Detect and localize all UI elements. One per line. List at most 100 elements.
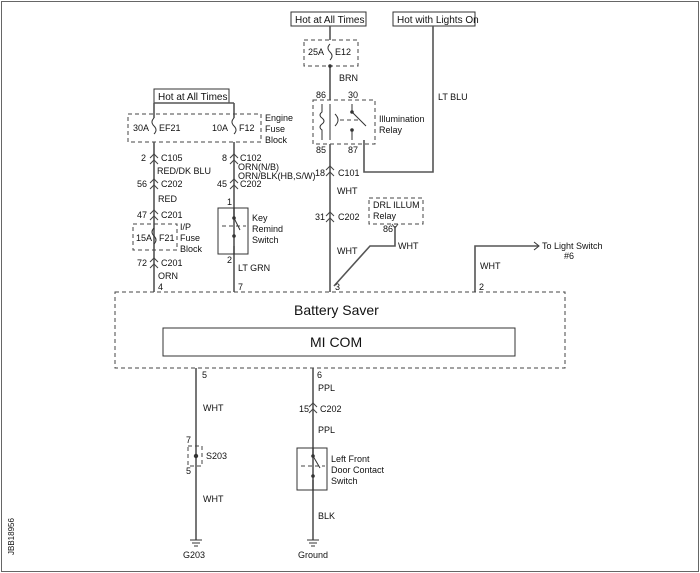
svg-text:Hot at All Times: Hot at All Times	[295, 15, 364, 26]
wire-wht-label-5: WHT	[203, 403, 224, 413]
svg-text:25A: 25A	[308, 47, 324, 57]
svg-text:C105: C105	[161, 153, 183, 163]
svg-text:30A: 30A	[133, 123, 149, 133]
svg-text:EF21: EF21	[159, 123, 181, 133]
ground-g203-label: G203	[183, 550, 205, 560]
drl-illum-relay: DRL ILLUM Relay 86	[368, 197, 424, 234]
svg-text:86: 86	[316, 90, 326, 100]
svg-text:S203: S203	[206, 451, 227, 461]
svg-text:Fuse: Fuse	[265, 124, 285, 134]
svg-text:1: 1	[227, 197, 232, 207]
key-remind-switch: 1 2 Key Remind Switch	[217, 197, 283, 265]
svg-text:C101: C101	[338, 168, 360, 178]
connector-c201-top: 47 C201	[137, 209, 183, 221]
svg-text:7: 7	[186, 435, 191, 445]
wire-orn-label: ORN	[158, 271, 178, 281]
svg-text:Hot with Lights On: Hot with Lights On	[397, 15, 479, 26]
module-inner-label: MI COM	[310, 334, 362, 350]
wire-wht-label-6: WHT	[203, 494, 224, 504]
wire-orn-blk-label: ORN/BLK(HB,S/W)	[238, 171, 316, 181]
connector-c102: 8 C102	[222, 153, 262, 165]
wire-wht-label-4: WHT	[480, 261, 501, 271]
svg-text:3: 3	[335, 282, 340, 292]
engine-fuse-block: 30A EF21 10A F12 Engine Fuse Block	[127, 113, 293, 145]
svg-text:F12: F12	[239, 123, 255, 133]
wire-wht-label-3: WHT	[398, 241, 419, 251]
wire-wht-label-2: WHT	[337, 246, 358, 256]
light-switch-num: #6	[564, 251, 574, 261]
svg-text:87: 87	[348, 145, 358, 155]
splice-s203: 7 5 S203	[186, 435, 227, 476]
light-switch-label: To Light Switch	[542, 241, 603, 251]
wire-ppl-label-2: PPL	[318, 425, 335, 435]
wire-lt-grn-label: LT GRN	[238, 263, 270, 273]
svg-text:DRL ILLUM: DRL ILLUM	[373, 200, 420, 210]
svg-text:Relay: Relay	[373, 211, 397, 221]
wire-light-switch	[474, 245, 538, 292]
wire-blk-label: BLK	[318, 511, 335, 521]
module-title: Battery Saver	[294, 302, 379, 318]
ip-fuse-block: 15A F21 I/P Fuse Block	[132, 222, 203, 254]
battery-saver-module: Battery Saver MI COM 4 7 3 2 5 6	[114, 282, 566, 380]
svg-text:2: 2	[141, 153, 146, 163]
svg-text:47: 47	[137, 210, 147, 220]
svg-text:I/P: I/P	[180, 222, 191, 232]
wire-red-label: RED	[158, 194, 178, 204]
svg-text:C202: C202	[320, 404, 342, 414]
wire-red-dk-blu-label: RED/DK BLU	[157, 166, 211, 176]
wire-lt-blu-label: LT BLU	[438, 92, 468, 102]
svg-text:Block: Block	[265, 135, 288, 145]
connector-c202-left: 56 C202	[137, 178, 183, 190]
svg-text:Door Contact: Door Contact	[331, 465, 385, 475]
svg-text:Left Front: Left Front	[331, 454, 370, 464]
svg-text:Fuse: Fuse	[180, 233, 200, 243]
connector-c105: 2 C105	[141, 153, 183, 165]
wire-drl	[333, 226, 396, 287]
svg-text:2: 2	[479, 282, 484, 292]
connector-c101: 18 C101	[315, 165, 360, 178]
svg-text:10A: 10A	[212, 123, 228, 133]
svg-text:F21: F21	[159, 233, 175, 243]
svg-text:6: 6	[317, 370, 322, 380]
source-hot-left: Hot at All Times	[153, 88, 230, 104]
svg-text:45: 45	[217, 179, 227, 189]
svg-text:15: 15	[299, 404, 309, 414]
door-contact-switch: Left Front Door Contact Switch	[296, 447, 385, 491]
svg-text:5: 5	[186, 466, 191, 476]
svg-text:Illumination: Illumination	[379, 114, 425, 124]
connector-c202-center: 31 C202	[315, 211, 360, 223]
diagram-code: JBB18956	[7, 518, 16, 555]
svg-text:31: 31	[315, 212, 325, 222]
svg-text:4: 4	[158, 282, 163, 292]
ground-symbol	[307, 539, 319, 547]
svg-text:C202: C202	[338, 212, 360, 222]
svg-text:C202: C202	[240, 179, 262, 189]
ground-g203-symbol	[190, 539, 202, 547]
fuse-e12: 25A E12	[303, 39, 359, 67]
svg-text:85: 85	[316, 145, 326, 155]
svg-text:Engine: Engine	[265, 113, 293, 123]
svg-text:C102: C102	[240, 153, 262, 163]
svg-text:2: 2	[227, 255, 232, 265]
svg-text:Switch: Switch	[331, 476, 358, 486]
connector-c202-door: 15 C202	[299, 402, 342, 414]
svg-text:C201: C201	[161, 258, 183, 268]
svg-text:Remind: Remind	[252, 224, 283, 234]
svg-text:18: 18	[315, 168, 325, 178]
svg-text:C201: C201	[161, 210, 183, 220]
source-hot-lights: Hot with Lights On	[392, 11, 479, 27]
svg-text:15A: 15A	[136, 233, 152, 243]
svg-text:E12: E12	[335, 47, 351, 57]
connector-c202-key: 45 C202	[217, 178, 262, 190]
svg-text:30: 30	[348, 90, 358, 100]
svg-text:Key: Key	[252, 213, 268, 223]
svg-text:56: 56	[137, 179, 147, 189]
connector-c201-bottom: 72 C201	[137, 257, 183, 269]
svg-text:Hot at All Times: Hot at All Times	[158, 92, 227, 103]
svg-text:5: 5	[202, 370, 207, 380]
svg-text:C202: C202	[161, 179, 183, 189]
illumination-relay: 86 30 85 87 Illumination Relay	[312, 90, 425, 155]
wire-lt-blu	[363, 26, 434, 173]
svg-text:Switch: Switch	[252, 235, 279, 245]
